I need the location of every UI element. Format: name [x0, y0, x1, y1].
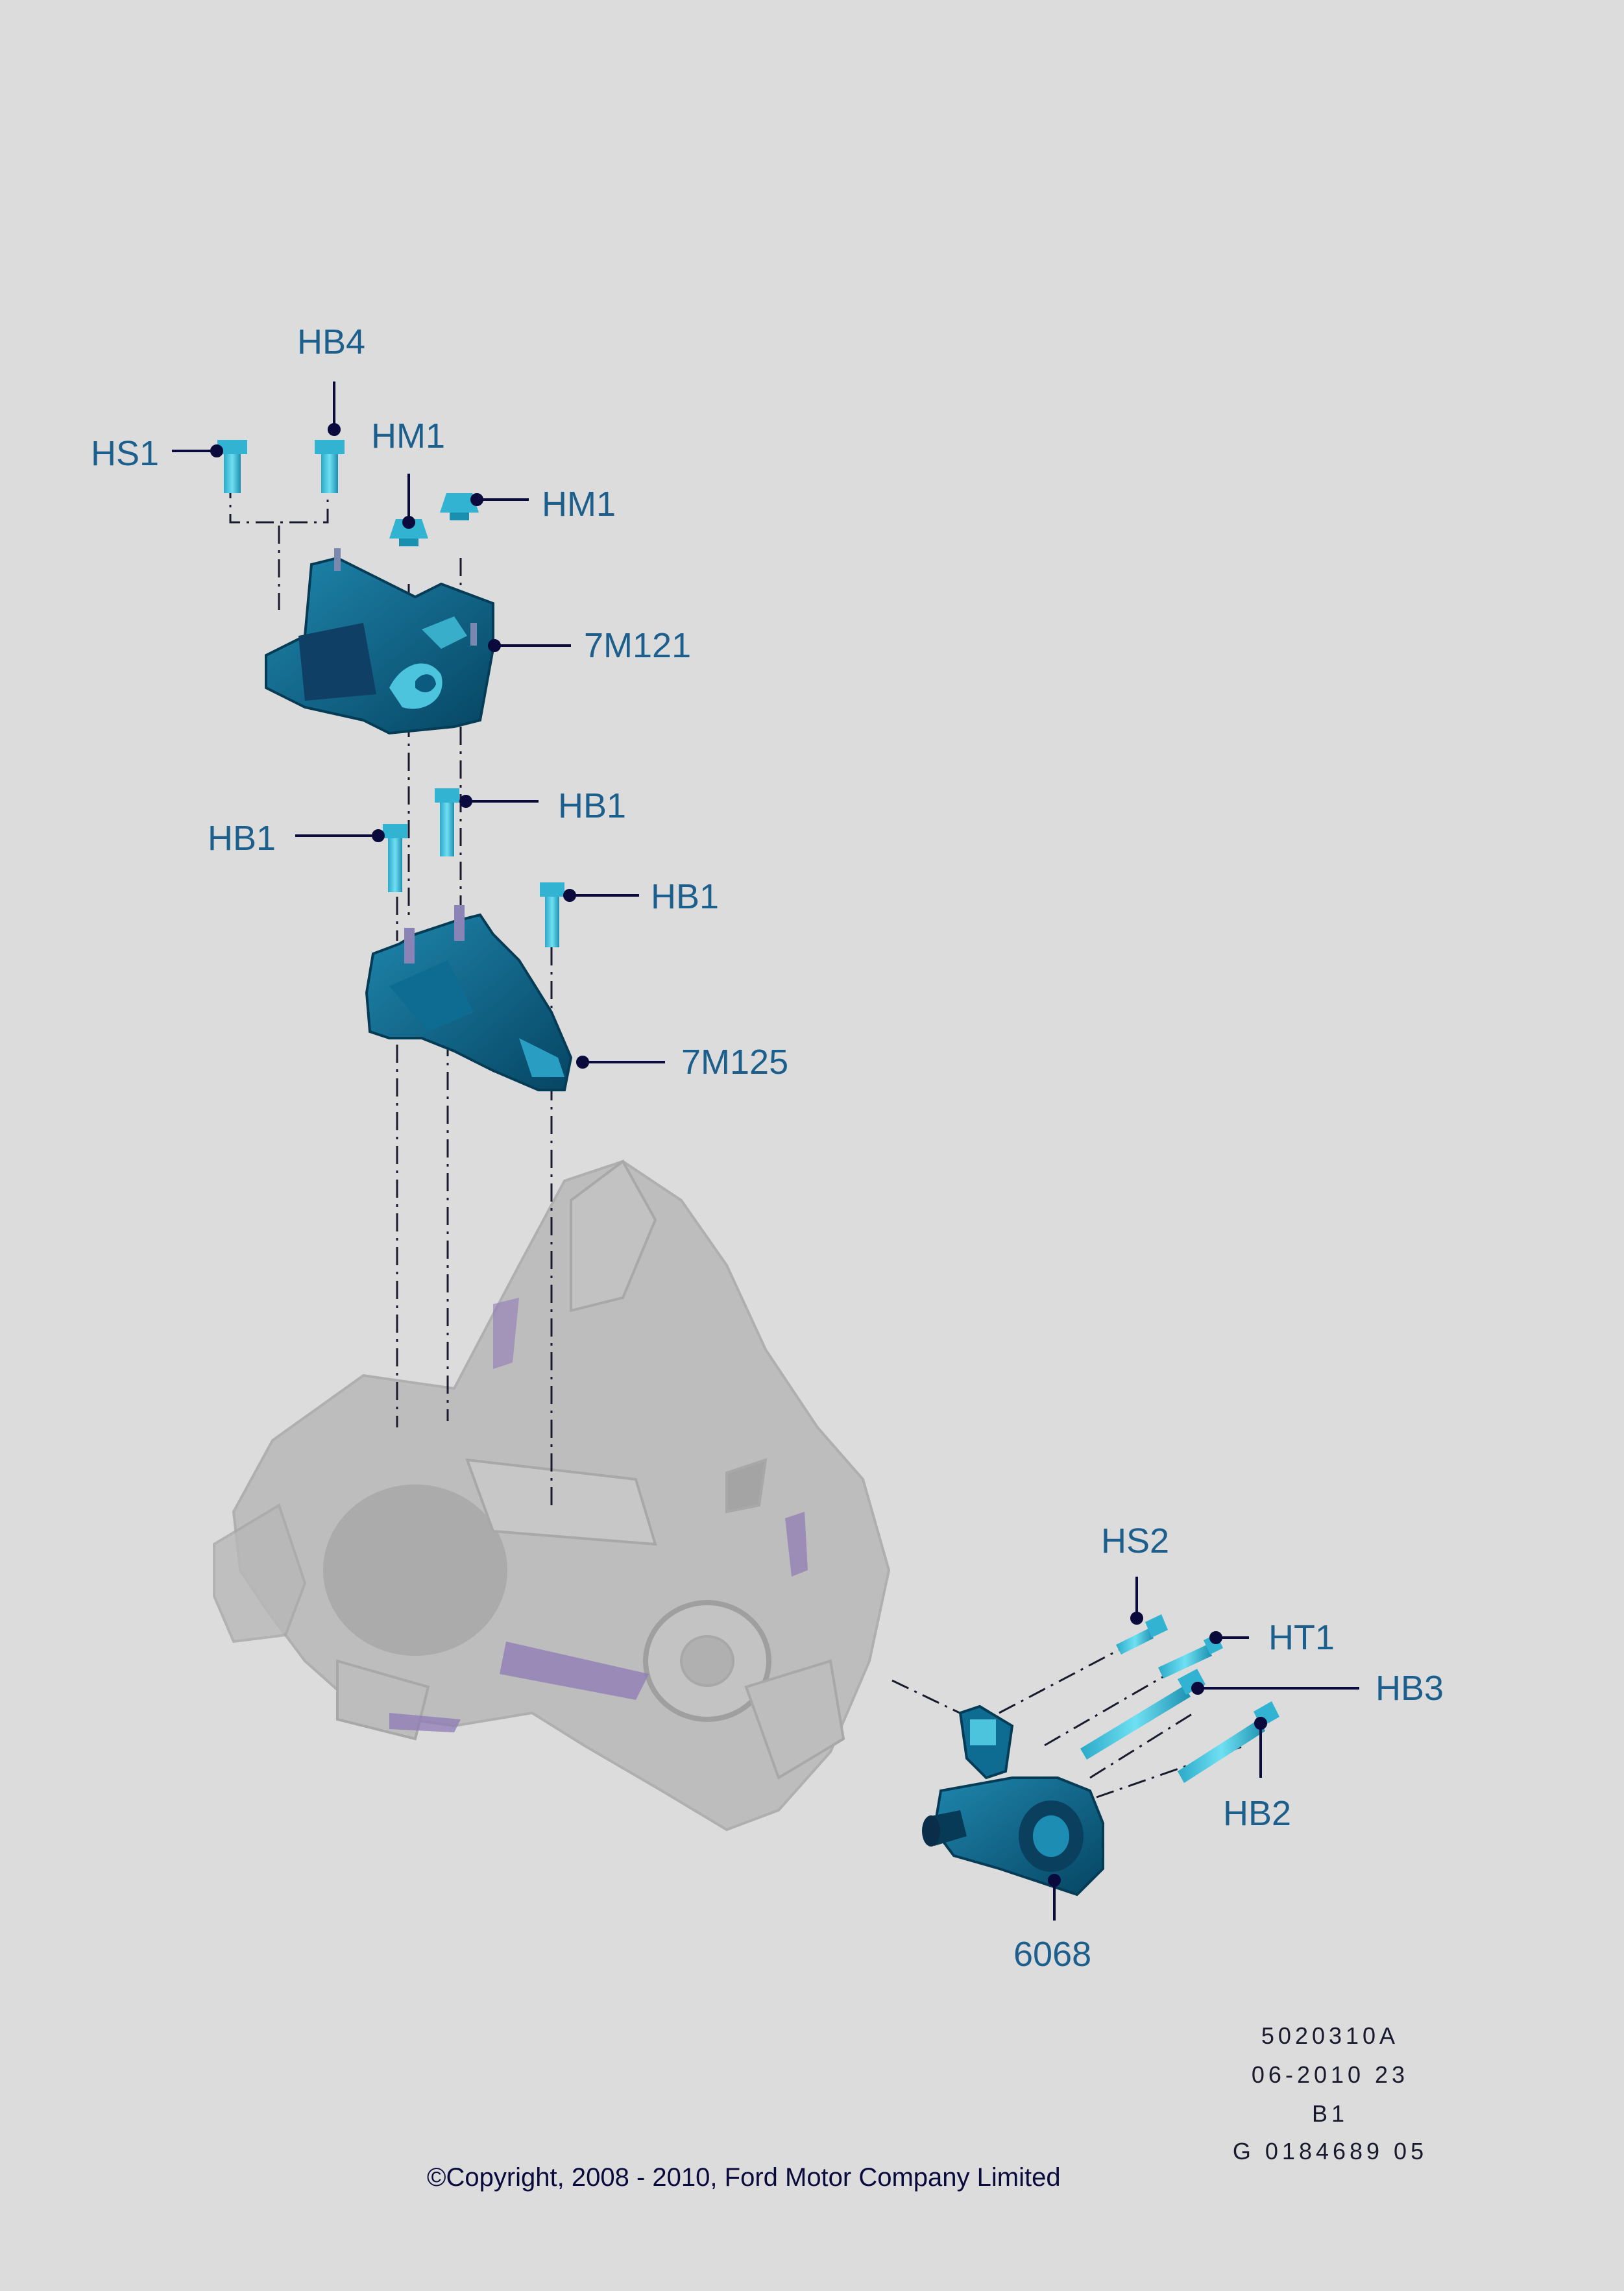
engine-mount-6068 — [922, 1704, 1104, 1897]
engine-assembly-ghost — [213, 1159, 891, 1832]
reference-date: 06-2010 23 — [1251, 2061, 1409, 2088]
bolt-hb1-left-icon — [383, 824, 407, 892]
callout-ht1: HT1 — [1268, 1618, 1335, 1657]
copyright-notice: ©Copyright, 2008 - 2010, Ford Motor Comp… — [427, 2163, 1061, 2192]
mount-bracket-7m121 — [265, 548, 494, 735]
bolt-hb4-icon — [315, 440, 345, 493]
callout-7m125: 7M125 — [681, 1043, 789, 1082]
callout-hs2: HS2 — [1101, 1521, 1170, 1560]
nut-hm1-right-icon — [440, 493, 479, 520]
callout-hm1-upper: HM1 — [371, 417, 446, 455]
leader-lines — [172, 382, 1359, 1921]
reference-number: 5020310A — [1261, 2022, 1400, 2049]
bolt-hb1-middle-icon — [435, 788, 459, 856]
bolt-hs1-icon — [217, 440, 247, 493]
callout-7m121: 7M121 — [584, 626, 692, 665]
callout-hb1-right: HB1 — [651, 877, 720, 916]
callout-hb1-left: HB1 — [208, 819, 276, 858]
callout-6068: 6068 — [1013, 1935, 1092, 1974]
mount-bracket-7m125 — [365, 905, 573, 1091]
reference-id: G 0184689 05 — [1232, 2138, 1428, 2164]
bolt-hb2-icon — [1178, 1701, 1279, 1783]
bolt-hb1-right-icon — [540, 882, 564, 947]
callout-hb3: HB3 — [1376, 1669, 1444, 1708]
bolt-hb3-icon — [1080, 1669, 1206, 1760]
callout-hb1-middle: HB1 — [558, 786, 627, 825]
bolt-hs2-icon — [1116, 1614, 1168, 1655]
reference-code: B1 — [1311, 2100, 1349, 2127]
callout-hm1-lower: HM1 — [542, 485, 616, 524]
callout-hb4: HB4 — [297, 322, 366, 361]
callout-hb2: HB2 — [1223, 1794, 1292, 1833]
callout-hs1: HS1 — [91, 434, 160, 473]
